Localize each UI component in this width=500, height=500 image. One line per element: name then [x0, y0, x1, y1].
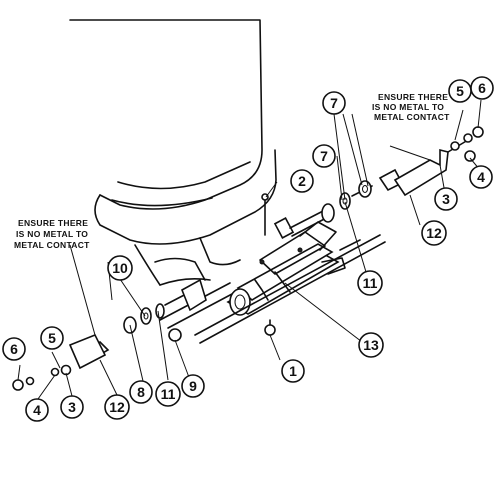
callout-9: 9	[181, 374, 205, 398]
svg-text:12: 12	[426, 225, 442, 241]
svg-text:13: 13	[363, 337, 379, 353]
note-right-line-3: METAL CONTACT	[374, 112, 450, 122]
svg-text:6: 6	[10, 341, 18, 357]
callout-6-left: 6	[2, 337, 26, 361]
callout-10: 10	[107, 255, 133, 281]
note-right-line-2: IS NO METAL TO	[372, 102, 444, 112]
svg-text:2: 2	[298, 173, 306, 189]
svg-text:4: 4	[33, 402, 41, 418]
callout-8: 8	[129, 380, 153, 404]
svg-text:3: 3	[442, 191, 450, 207]
callout-12-right: 12	[421, 220, 447, 246]
callout-3-left: 3	[60, 395, 84, 419]
callout-11-right: 11	[357, 270, 383, 296]
svg-text:9: 9	[189, 378, 197, 394]
svg-text:12: 12	[109, 399, 125, 415]
svg-text:11: 11	[363, 275, 378, 291]
callout-1: 1	[281, 359, 305, 383]
bolts	[261, 193, 276, 336]
svg-text:1: 1	[289, 363, 297, 379]
svg-text:11: 11	[161, 386, 176, 402]
svg-text:3: 3	[68, 399, 76, 415]
callout-3-right: 3	[434, 187, 458, 211]
svg-text:7: 7	[320, 148, 328, 164]
callout-7-top: 7	[322, 91, 346, 115]
svg-text:8: 8	[137, 384, 145, 400]
svg-text:5: 5	[456, 83, 464, 99]
svg-text:4: 4	[477, 169, 485, 185]
note-right: ENSURE THERE IS NO METAL TO METAL CONTAC…	[372, 92, 450, 122]
engine-housing	[69, 19, 277, 286]
callout-5-right: 5	[448, 79, 472, 103]
callouts: 1 2 13 11 7 7 12 3	[2, 76, 494, 422]
note-left: ENSURE THERE IS NO METAL TO METAL CONTAC…	[14, 218, 90, 250]
note-left-line-2: IS NO METAL TO	[16, 229, 88, 239]
note-left-line-3: METAL CONTACT	[14, 240, 90, 250]
callout-11-left: 11	[155, 381, 181, 407]
svg-text:6: 6	[478, 80, 486, 96]
note-right-line-1: ENSURE THERE	[378, 92, 448, 102]
svg-text:10: 10	[112, 260, 128, 276]
note-left-line-1: ENSURE THERE	[18, 218, 88, 228]
callout-4-left: 4	[25, 398, 49, 422]
callout-7-mid: 7	[312, 144, 336, 168]
left-parts	[12, 278, 207, 391]
right-parts	[289, 126, 484, 237]
callout-12-left: 12	[104, 394, 130, 420]
svg-text:7: 7	[330, 95, 338, 111]
callout-4-right: 4	[469, 165, 493, 189]
svg-text:5: 5	[48, 330, 56, 346]
leader-lines	[17, 99, 482, 400]
callout-5-left: 5	[40, 326, 64, 350]
callout-2: 2	[290, 169, 314, 193]
callout-6-right: 6	[470, 76, 494, 100]
callout-13: 13	[358, 332, 384, 358]
